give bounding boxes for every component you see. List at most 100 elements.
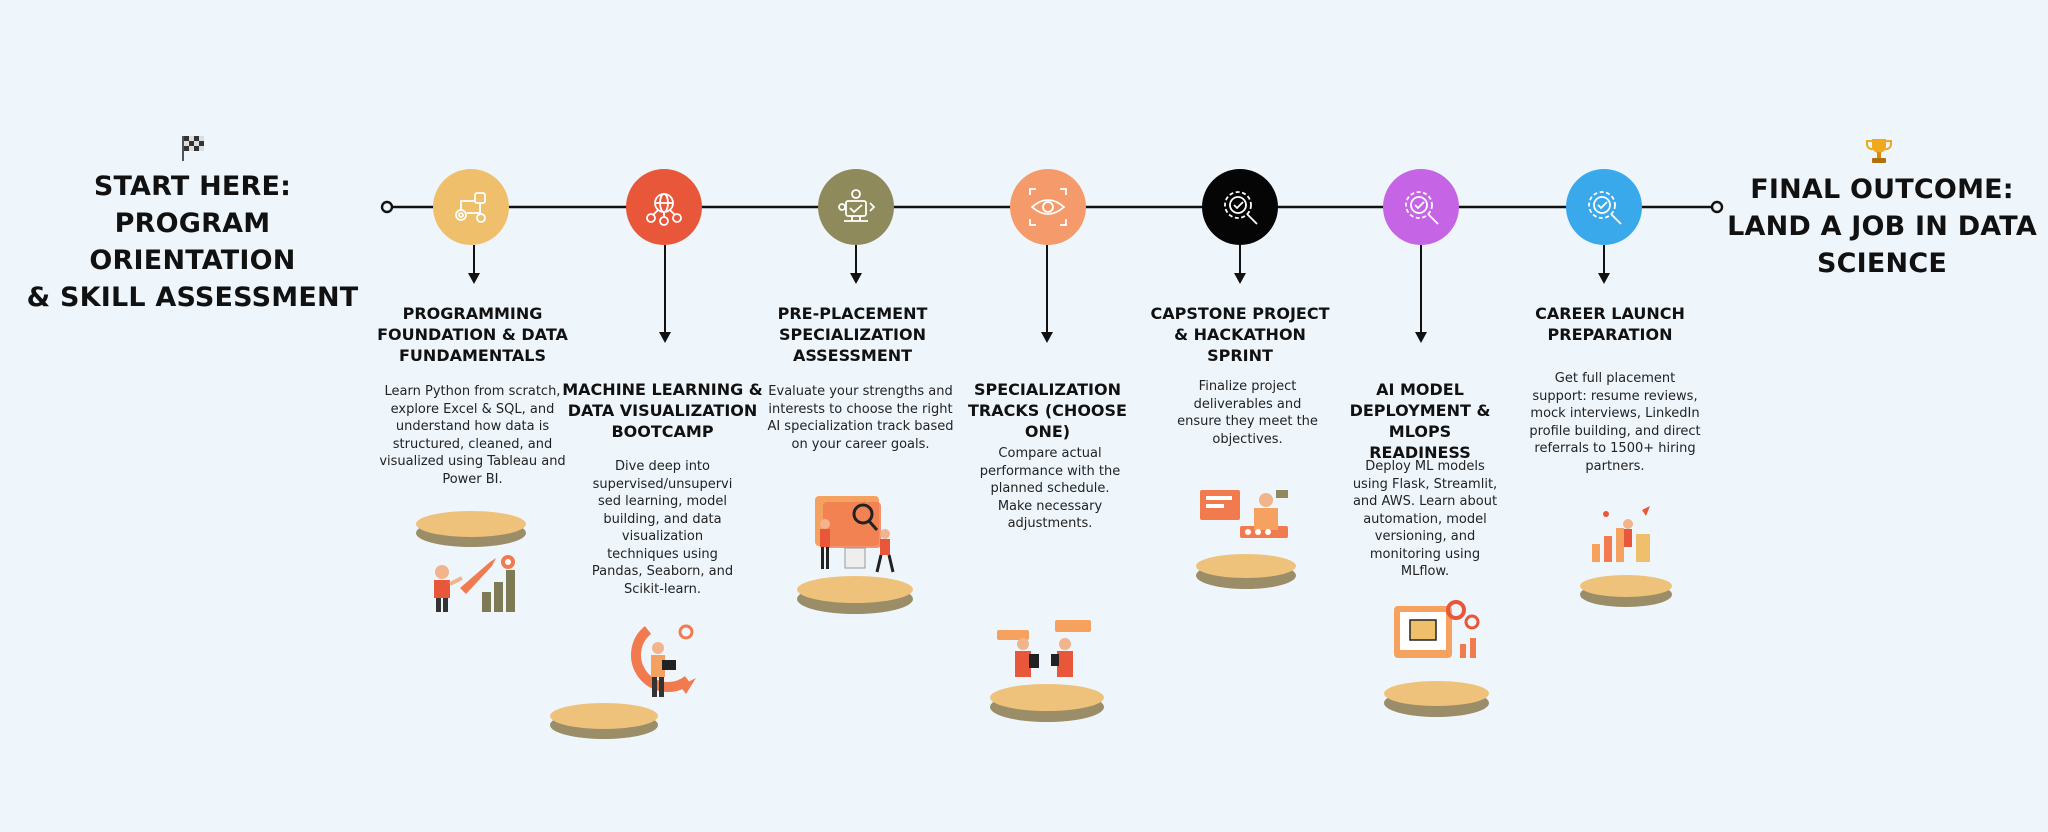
stage-desc-line: visualization bbox=[621, 529, 704, 544]
stage-6-icon-circle bbox=[1383, 169, 1459, 245]
stage-desc-line: structured, cleaned, and bbox=[392, 436, 553, 452]
stage-title-line: SPECIALIZATION bbox=[973, 380, 1121, 399]
eye-focus-icon bbox=[1029, 188, 1067, 226]
stage-7-pedestal bbox=[1580, 575, 1672, 607]
network-globe-icon bbox=[646, 193, 682, 226]
stage-1-pedestal bbox=[416, 511, 526, 547]
stage-desc-line: Learn Python from scratch, bbox=[384, 384, 561, 399]
stage-6-connector bbox=[1420, 245, 1423, 333]
stage-4-connector bbox=[1046, 245, 1049, 333]
stage-6-description: Deploy ML models using Flask, Streamlit,… bbox=[1340, 458, 1510, 581]
stage-desc-line: support: resume reviews, bbox=[1532, 388, 1698, 404]
stage-4-icon-circle bbox=[1010, 169, 1086, 245]
stage-4-description: Compare actual performance with the plan… bbox=[960, 445, 1140, 533]
stage-4-title: SPECIALIZATION TRACKS (CHOOSE ONE) bbox=[945, 379, 1150, 442]
stage-5-title: CAPSTONE PROJECT & HACKATHON SPRINT bbox=[1140, 303, 1340, 366]
stage-6-pedestal bbox=[1384, 681, 1489, 717]
stage-4-arrow bbox=[1041, 332, 1053, 343]
start-title: START HERE: PROGRAM ORIENTATION & SKILL … bbox=[10, 168, 375, 316]
stage-desc-line: visualized using Tableau and bbox=[379, 454, 566, 469]
stage-3-title: PRE-PLACEMENT SPECIALIZATION ASSESSMENT bbox=[750, 303, 955, 366]
stage-desc-line: Power BI. bbox=[442, 471, 503, 487]
stage-desc-line: Pandas, Seaborn, and bbox=[591, 564, 734, 579]
stage-title-line: DATA VISUALIZATION bbox=[567, 401, 758, 420]
stage-desc-line: using Flask, Streamlit, bbox=[1352, 476, 1498, 492]
start-title-line: PROGRAM ORIENTATION bbox=[89, 208, 296, 276]
stage-desc-line: profile building, and direct bbox=[1529, 423, 1701, 439]
stage-desc-line: Dive deep into bbox=[615, 459, 710, 474]
stage-3-icon-circle bbox=[818, 169, 894, 245]
stage-desc-line: interests to choose the right bbox=[768, 401, 953, 417]
stage-desc-line: referrals to 1500+ hiring bbox=[1534, 441, 1696, 456]
stage-3-description: Evaluate your strengths and interests to… bbox=[758, 383, 963, 453]
stage-desc-line: Get full placement bbox=[1554, 371, 1676, 386]
final-title-line: SCIENCE bbox=[1816, 248, 1947, 279]
stage-3-connector bbox=[855, 245, 858, 274]
stage-title-line: PREPARATION bbox=[1547, 325, 1673, 344]
stage-title-line: PRE-PLACEMENT bbox=[777, 304, 928, 323]
stage-desc-line: ensure they meet the bbox=[1177, 414, 1318, 429]
stage-2-title: MACHINE LEARNING & DATA VISUALIZATION BO… bbox=[560, 379, 765, 442]
stage-desc-line: understand how data is bbox=[395, 419, 550, 434]
stage-desc-line: objectives. bbox=[1212, 431, 1283, 447]
dashboard-worker-illustration bbox=[1200, 490, 1288, 538]
gear-magnifier-icon bbox=[1588, 191, 1622, 225]
stage-6-title: AI MODEL DEPLOYMENT & MLOPS READINESS bbox=[1320, 379, 1520, 463]
timeline-end-node bbox=[1710, 200, 1724, 214]
stage-2-arrow bbox=[659, 332, 671, 343]
stage-1-arrow bbox=[468, 273, 480, 284]
stage-desc-line: partners. bbox=[1585, 458, 1645, 474]
stage-desc-line: Compare actual bbox=[998, 446, 1102, 461]
stage-2-description: Dive deep into supervised/unsupervi sed … bbox=[580, 458, 745, 598]
stage-title-line: BOOTCAMP bbox=[611, 422, 714, 441]
stage-title-line: SPRINT bbox=[1207, 346, 1273, 365]
assessment-board-icon bbox=[838, 189, 876, 222]
stage-title-line: CAREER LAUNCH bbox=[1535, 304, 1685, 323]
stage-7-title: CAREER LAUNCH PREPARATION bbox=[1510, 303, 1710, 345]
stage-desc-line: monitoring using bbox=[1369, 546, 1481, 562]
stage-4-pedestal bbox=[990, 684, 1104, 722]
rocket-growth-illustration bbox=[434, 555, 515, 612]
stage-1-connector bbox=[473, 245, 476, 274]
final-title: FINAL OUTCOME: LAND A JOB IN DATA SCIENC… bbox=[1718, 171, 2046, 282]
stage-desc-line: performance with the bbox=[979, 463, 1121, 479]
stage-title-line: DEPLOYMENT & MLOPS bbox=[1349, 401, 1491, 441]
career-chart-illustration bbox=[1592, 506, 1650, 562]
start-title-line: & SKILL ASSESSMENT bbox=[26, 282, 359, 313]
stage-desc-line: Scikit-learn. bbox=[623, 581, 701, 597]
stage-title-line: AI MODEL bbox=[1376, 380, 1464, 399]
workflow-gears-icon bbox=[455, 192, 486, 223]
stage-desc-line: supervised/unsupervi bbox=[592, 476, 733, 492]
stage-desc-line: automation, model bbox=[1363, 511, 1487, 527]
stage-desc-line: mock interviews, LinkedIn bbox=[1530, 406, 1700, 421]
stage-desc-line: AI specialization track based bbox=[767, 419, 954, 434]
stage-desc-line: explore Excel & SQL, and bbox=[390, 401, 555, 417]
stage-5-icon-circle bbox=[1202, 169, 1278, 245]
stage-desc-line: Make necessary bbox=[997, 498, 1103, 514]
stage-desc-line: sed learning, model bbox=[598, 494, 727, 509]
stage-3-arrow bbox=[850, 273, 862, 284]
stage-desc-line: and AWS. Learn about bbox=[1352, 494, 1498, 509]
stage-5-arrow bbox=[1234, 273, 1246, 284]
stage-1-title: PROGRAMMING FOUNDATION & DATA FUNDAMENTA… bbox=[360, 303, 585, 366]
stage-title-line: FOUNDATION & DATA bbox=[377, 325, 568, 344]
stage-desc-line: MLflow. bbox=[1400, 564, 1450, 579]
stage-desc-line: Deploy ML models bbox=[1365, 459, 1485, 474]
stage-title-line: MACHINE LEARNING & bbox=[562, 380, 763, 399]
stage-2-pedestal bbox=[550, 703, 658, 739]
stage-title-line: ASSESSMENT bbox=[792, 346, 913, 365]
final-title-line: LAND A JOB IN DATA bbox=[1727, 211, 2037, 242]
timeline-start-node bbox=[380, 200, 394, 214]
stage-desc-line: Finalize project bbox=[1198, 379, 1297, 394]
stage-7-icon-circle bbox=[1566, 169, 1642, 245]
stage-2-icon-circle bbox=[626, 169, 702, 245]
stage-title-line: CAPSTONE PROJECT bbox=[1150, 304, 1330, 323]
stage-title-line: & HACKATHON bbox=[1174, 325, 1306, 344]
stage-desc-line: versioning, and bbox=[1374, 529, 1476, 544]
stage-desc-line: on your career goals. bbox=[791, 436, 930, 452]
stage-7-arrow bbox=[1598, 273, 1610, 284]
stage-desc-line: planned schedule. bbox=[990, 481, 1110, 496]
stage-desc-line: deliverables and bbox=[1193, 396, 1302, 412]
stage-desc-line: Evaluate your strengths and bbox=[768, 384, 953, 399]
stage-5-connector bbox=[1239, 245, 1242, 274]
